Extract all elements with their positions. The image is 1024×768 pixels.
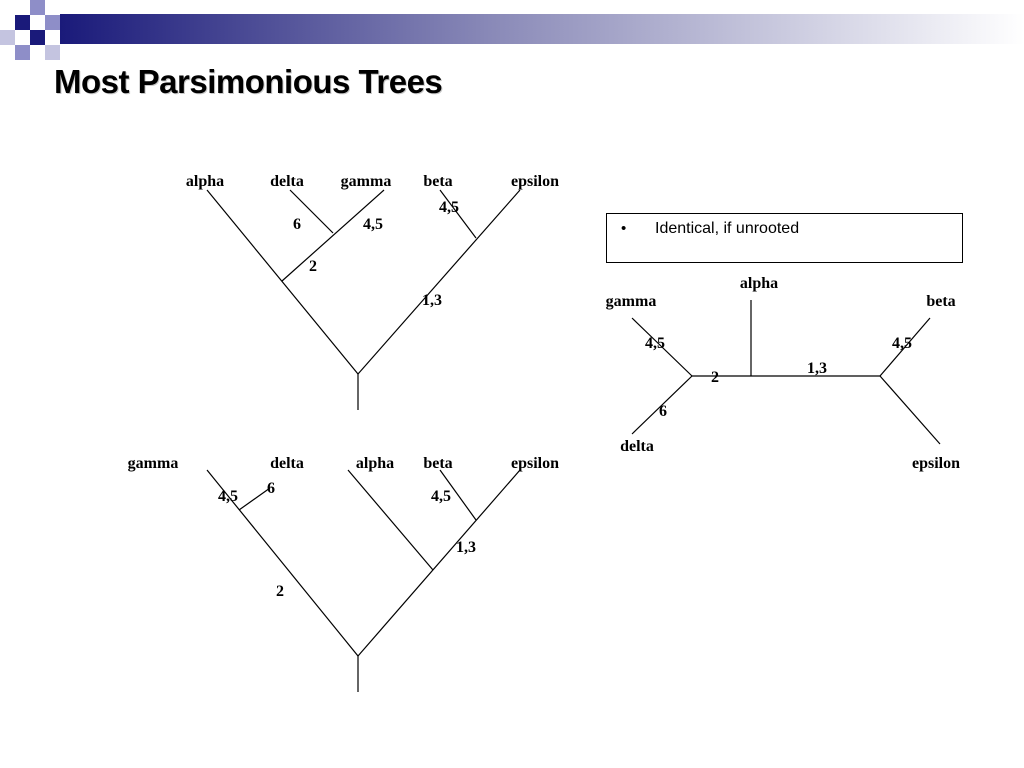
branch bbox=[206, 189, 359, 375]
tree-1: alpha delta gamma beta epsilon 6 4,5 4,5… bbox=[186, 173, 559, 410]
tree-2: gamma delta alpha beta epsilon 4,5 6 4,5… bbox=[128, 455, 559, 692]
leaf-label: delta bbox=[270, 173, 304, 190]
branch-label: 6 bbox=[267, 480, 275, 497]
leaf-label: beta bbox=[423, 455, 452, 472]
leaf-label: delta bbox=[620, 438, 654, 455]
branch-label: 2 bbox=[276, 583, 284, 600]
branch-label: 4,5 bbox=[645, 335, 665, 352]
branch bbox=[439, 189, 477, 239]
note-text: Identical, if unrooted bbox=[655, 220, 800, 237]
header-gradient-bar bbox=[60, 14, 1024, 44]
branch bbox=[631, 317, 693, 377]
leaf-label: epsilon bbox=[912, 455, 960, 472]
leaf-label: alpha bbox=[186, 173, 224, 190]
header-square bbox=[0, 0, 15, 15]
unrooted-tree: alpha gamma beta delta epsilon 4,5 4,5 1… bbox=[606, 275, 960, 472]
branch bbox=[357, 469, 521, 657]
branch-label: 4,5 bbox=[431, 488, 451, 505]
leaf-label: gamma bbox=[341, 173, 392, 190]
branch bbox=[281, 189, 385, 282]
branch-label: 4,5 bbox=[218, 488, 238, 505]
branch bbox=[879, 375, 941, 445]
header-square bbox=[30, 0, 45, 15]
branch bbox=[879, 317, 931, 377]
branch-label: 4,5 bbox=[439, 199, 459, 216]
leaf-label: epsilon bbox=[511, 455, 559, 472]
branch-label: 2 bbox=[309, 258, 317, 275]
branch-label: 1,3 bbox=[807, 360, 827, 377]
branch-label: 6 bbox=[659, 403, 667, 420]
leaf-label: beta bbox=[423, 173, 452, 190]
slide-title: Most Parsimonious Trees bbox=[54, 63, 443, 100]
note-box: • Identical, if unrooted bbox=[606, 213, 963, 263]
branch bbox=[206, 469, 359, 657]
header-square bbox=[0, 30, 15, 45]
branch bbox=[439, 469, 477, 521]
leaf-label: gamma bbox=[128, 455, 179, 472]
branch-label: 4,5 bbox=[363, 216, 383, 233]
header-square bbox=[45, 45, 60, 60]
branch bbox=[289, 189, 334, 234]
bullet-icon: • bbox=[621, 220, 627, 237]
branch-label: 4,5 bbox=[892, 335, 912, 352]
leaf-label: epsilon bbox=[511, 173, 559, 190]
branch bbox=[238, 487, 271, 511]
header-square bbox=[15, 15, 30, 30]
branch-label: 2 bbox=[711, 369, 719, 386]
branch-label: 1,3 bbox=[456, 539, 476, 556]
header-square bbox=[45, 15, 60, 30]
branch bbox=[357, 189, 521, 375]
branch-label: 1,3 bbox=[422, 292, 442, 309]
header-square bbox=[30, 30, 45, 45]
leaf-label: alpha bbox=[740, 275, 778, 292]
leaf-label: delta bbox=[270, 455, 304, 472]
branch bbox=[347, 469, 434, 571]
leaf-label: alpha bbox=[356, 455, 394, 472]
header-band bbox=[0, 0, 1024, 60]
header-square bbox=[15, 45, 30, 60]
leaf-label: gamma bbox=[606, 293, 657, 310]
branch bbox=[631, 375, 693, 435]
leaf-label: beta bbox=[926, 293, 955, 310]
branch-label: 6 bbox=[293, 216, 301, 233]
